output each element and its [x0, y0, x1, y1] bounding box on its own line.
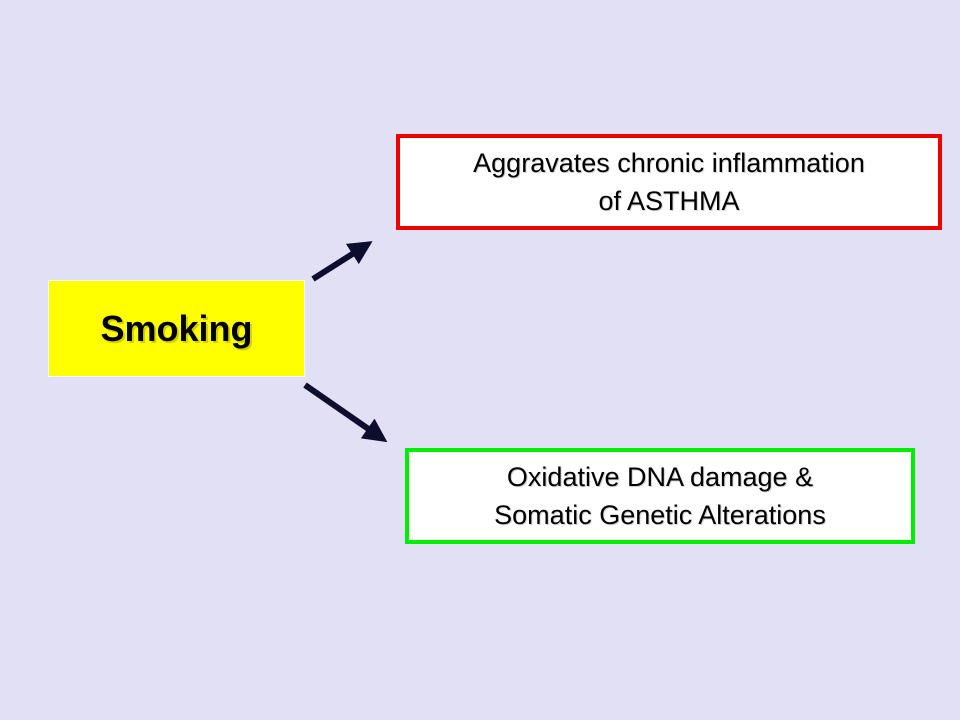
arrow-to-dna-damage	[303, 382, 388, 443]
inflammation-line-2: of ASTHMA	[598, 186, 740, 216]
arrow-to-inflammation	[311, 241, 373, 282]
dna-damage-line-1: Oxidative DNA damage &	[506, 462, 814, 492]
inflammation-box: Aggravates chronic inflammation of ASTHM…	[396, 134, 942, 230]
smoking-box: Smoking	[48, 280, 305, 377]
smoking-label: Smoking	[100, 307, 253, 349]
dna-damage-box: Oxidative DNA damage & Somatic Genetic A…	[405, 448, 915, 544]
inflammation-line-1: Aggravates chronic inflammation	[473, 148, 865, 178]
dna-damage-line-2: Somatic Genetic Alterations	[494, 500, 826, 530]
